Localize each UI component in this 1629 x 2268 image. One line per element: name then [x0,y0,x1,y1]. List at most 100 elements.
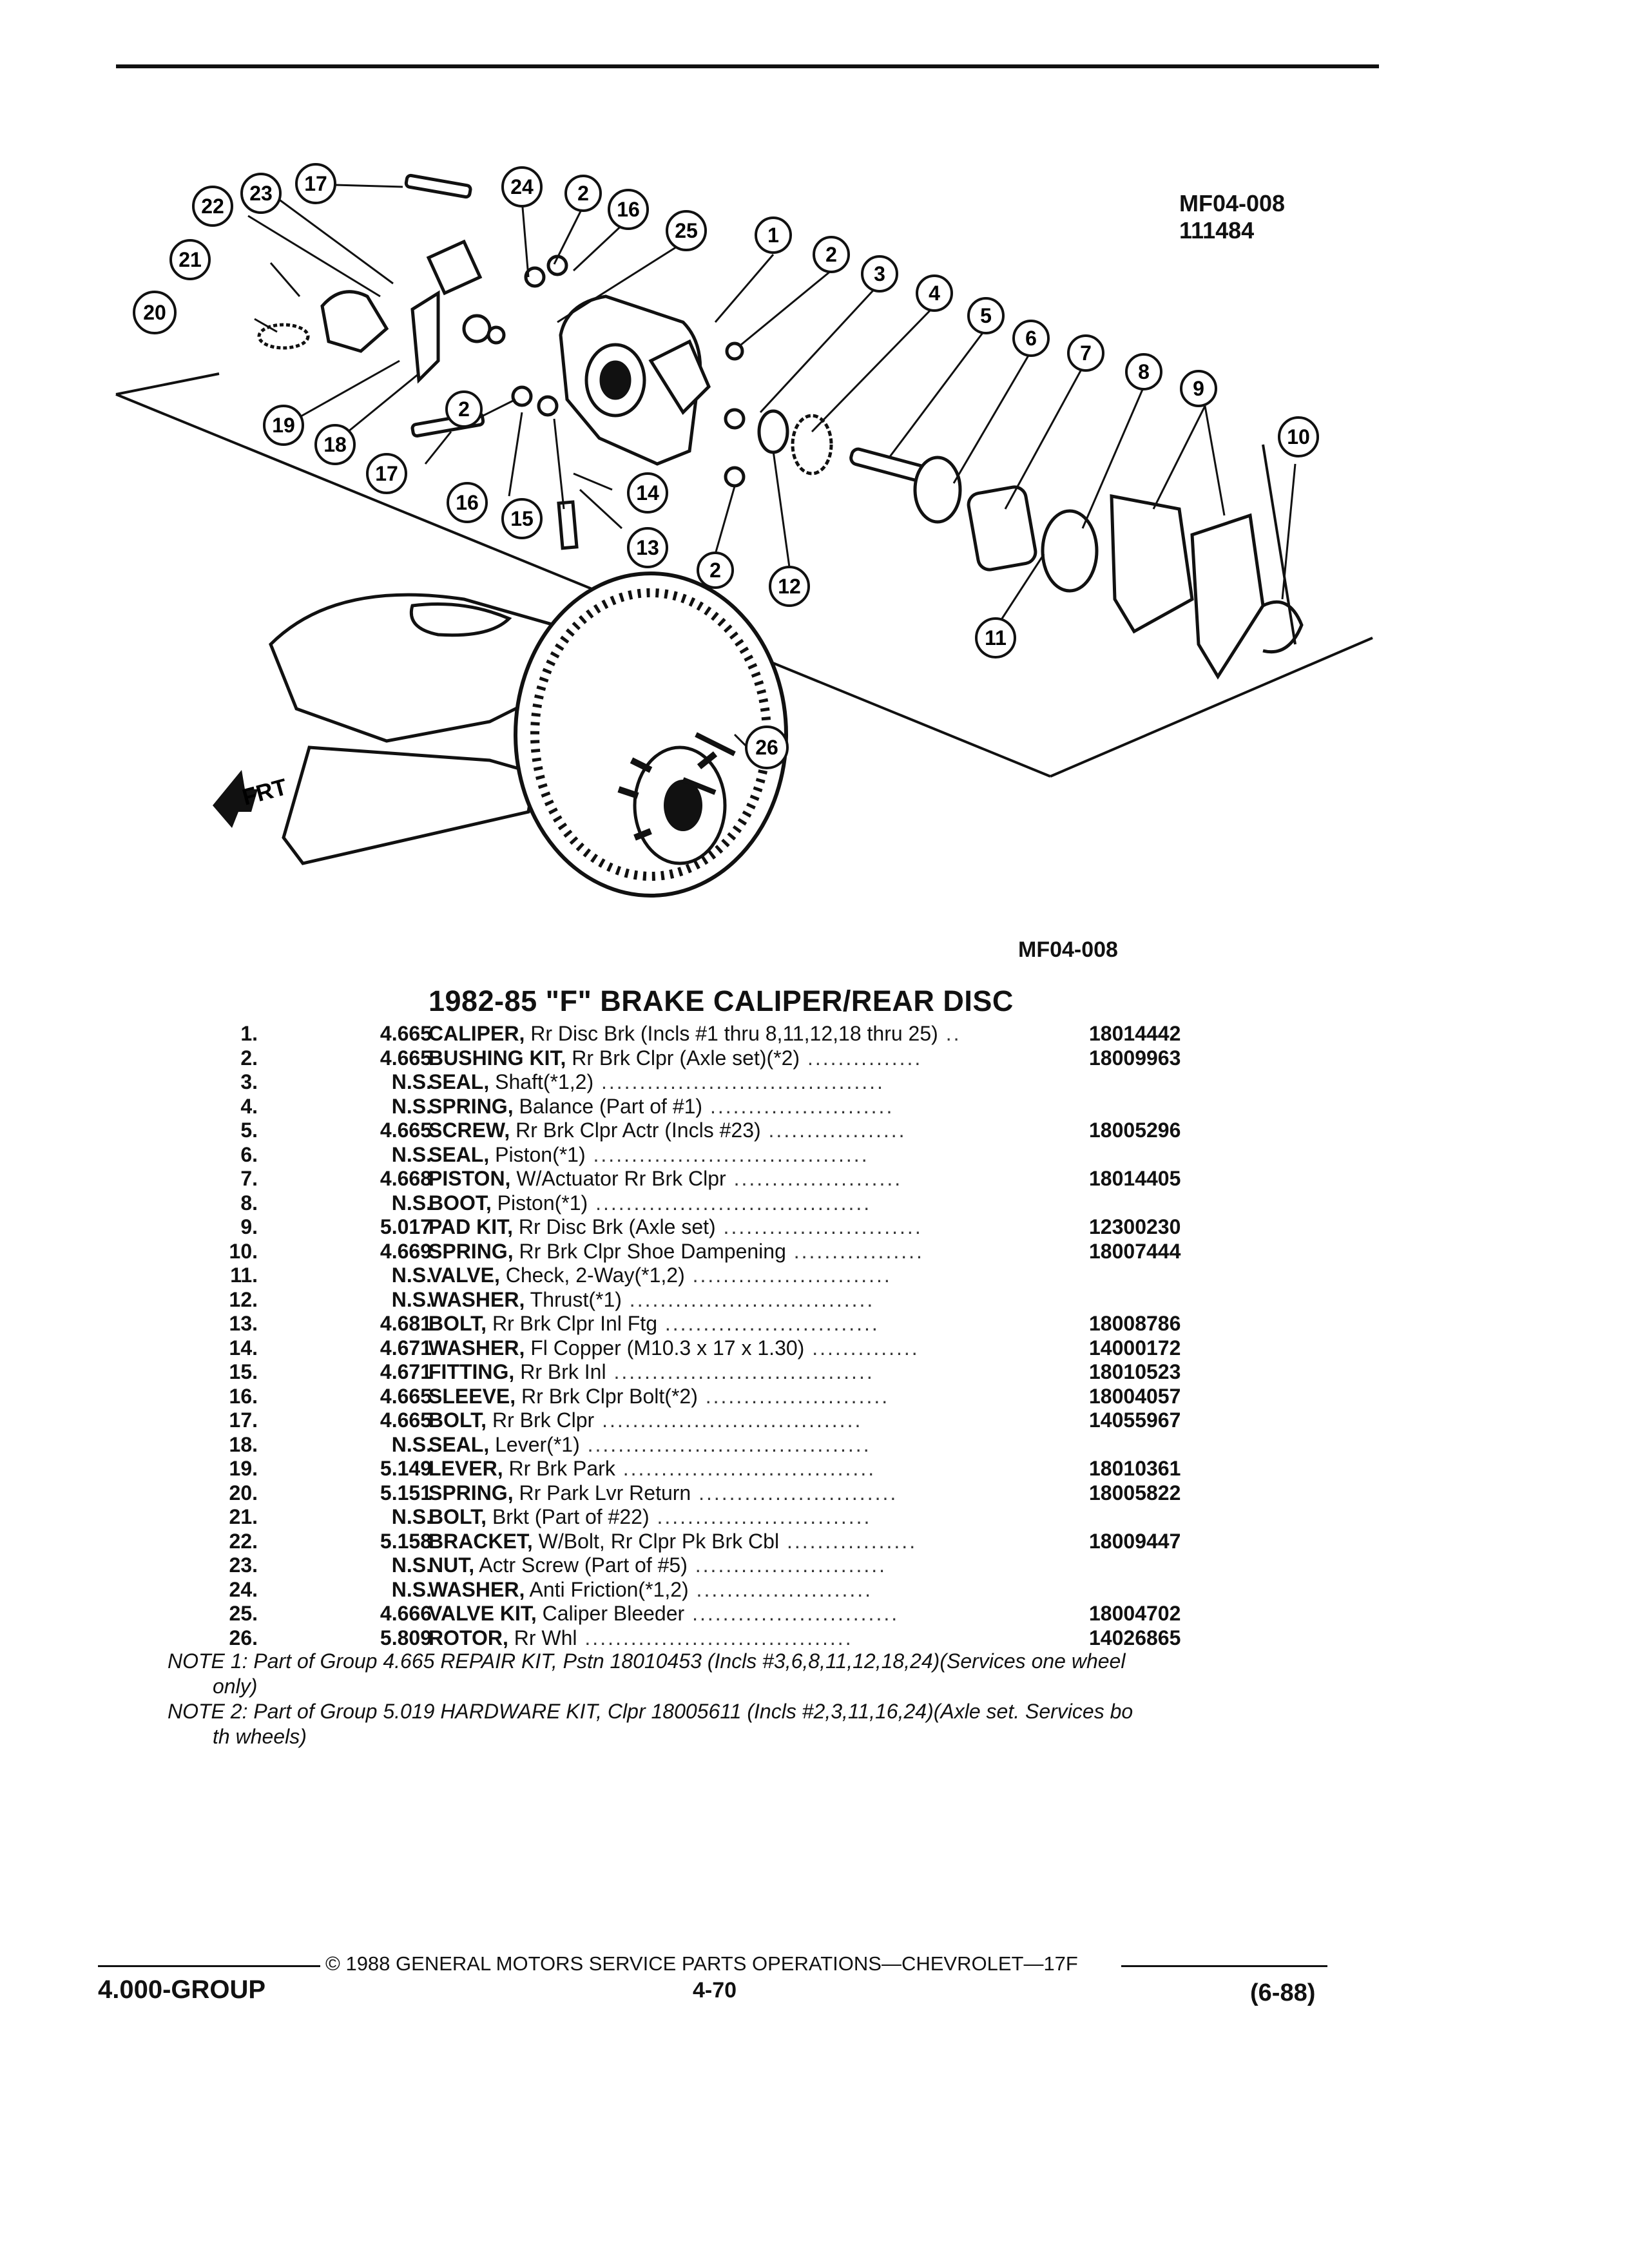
part-number: 8. [240,1191,258,1215]
callout-15: 15 [501,498,543,539]
group-label: 4.000-GROUP [98,1975,266,2004]
leader-dots: ........................ [697,1384,890,1408]
part-catalog-number: 18004702 [1089,1602,1181,1625]
part-detail: Anti Friction(*1,2) [525,1577,689,1601]
part-name: VALVE, [429,1264,500,1287]
part-name: SCREW, [429,1119,510,1142]
svg-text:16: 16 [617,198,640,221]
part-name: SLEEVE, [429,1384,516,1408]
svg-text:7: 7 [1080,341,1092,365]
svg-text:13: 13 [636,536,659,559]
leader-dots: .................................... [585,1142,869,1166]
part-detail: Fl Copper (M10.3 x 17 x 1.30) [525,1336,805,1360]
figure-code-line2: 111484 [1179,217,1255,244]
group-number: N.S. [391,1432,432,1456]
part-description: PAD KIT, Rr Disc Brk (Axle set) ........… [429,1215,1260,1240]
svg-text:9: 9 [1193,377,1204,400]
part-name: PAD KIT, [429,1215,513,1238]
part-catalog-number: 18014405 [1089,1167,1181,1190]
callout-2c: 2 [445,390,483,428]
part-description: BOLT, Brkt (Part of #22) ...............… [429,1505,1260,1530]
svg-text:5: 5 [980,304,992,327]
part-detail: Rr Whl [508,1626,577,1649]
parts-row: 18.N.S.SEAL, Lever(*1) .................… [187,1433,1315,1457]
callout-4: 4 [916,274,953,312]
part-number: 14. [229,1336,258,1360]
group-number: N.S. [391,1094,432,1118]
leader-dots: .................................. [594,1408,863,1432]
part-catalog-number: 14000172 [1089,1336,1181,1360]
part-detail: Check, 2-Way(*1,2) [499,1264,685,1287]
part-detail: Brkt (Part of #22) [487,1505,650,1528]
leader-lines [247,184,1296,749]
svg-text:2: 2 [458,398,470,421]
callout-14: 14 [627,472,668,514]
part-description: ROTOR, Rr Whl ..........................… [429,1626,1260,1651]
svg-text:14: 14 [636,481,659,505]
leader-dots: ........................ [702,1094,894,1118]
callout-13: 13 [627,527,668,568]
revision-date: (6-88) [1250,1979,1316,2006]
part-number: 6. [240,1142,258,1166]
part-name: BRACKET, [429,1529,533,1553]
part-number: 16. [229,1384,258,1408]
part-detail: Thrust(*1) [525,1287,622,1311]
leader-dots: .................................. [606,1360,874,1383]
part-name: SPRING, [429,1239,514,1263]
svg-text:18: 18 [323,433,347,456]
group-number: N.S. [391,1553,432,1577]
part-catalog-number: 18010361 [1089,1457,1181,1480]
svg-text:2: 2 [577,182,589,205]
group-number: 4.665 [380,1046,432,1070]
svg-text:10: 10 [1287,425,1310,448]
group-number: 4.665 [380,1384,432,1408]
exploded-view-diagram: 1 2 2 2 2 3 4 5 6 7 8 9 10 11 12 13 14 1… [115,163,1373,898]
part-catalog-number: 18004057 [1089,1384,1181,1408]
part-detail: Actr Screw (Part of #5) [474,1553,688,1577]
callout-12: 12 [769,566,810,607]
part-number: 4. [240,1094,258,1118]
copyright: © 1988 GENERAL MOTORS SERVICE PARTS OPER… [325,1952,1078,1975]
part-catalog-number: 18010523 [1089,1360,1181,1383]
part-description: BRACKET, W/Bolt, Rr Clpr Pk Brk Cbl ....… [429,1530,1260,1554]
group-number: 5.158 [380,1529,432,1553]
part-number: 12. [229,1287,258,1311]
part-detail: Rr Disc Brk (Incls #1 thru 8,11,12,18 th… [525,1022,938,1045]
caliper-body [559,294,711,466]
part-detail: Rr Brk Clpr Actr (Incls #23) [510,1119,761,1142]
part-catalog-number: 14026865 [1089,1626,1181,1649]
part-detail: Caliper Bleeder [536,1602,685,1625]
group-number: 5.149 [380,1457,432,1480]
leader-dots: ....................... [688,1577,873,1601]
leader-dots: ..................................... [593,1070,885,1093]
part-description: FITTING, Rr Brk Inl ....................… [429,1360,1260,1385]
svg-text:21: 21 [178,248,202,271]
leader-dots: .............. [804,1336,920,1360]
part-name: BOLT, [429,1505,487,1528]
leader-dots: ................................. [615,1457,876,1480]
callout-11: 11 [975,617,1016,658]
part-detail: Lever(*1) [489,1432,580,1456]
part-catalog-number: 18009447 [1089,1529,1181,1553]
leader-dots: ............................ [657,1312,880,1335]
part-description: CALIPER, Rr Disc Brk (Incls #1 thru 8,11… [429,1022,1260,1046]
part-number: 2. [240,1046,258,1070]
part-description: SPRING, Balance (Part of #1) ...........… [429,1095,1260,1119]
diagram-frame [115,372,1373,778]
leader-dots: .................................... [588,1191,872,1215]
svg-text:22: 22 [201,195,224,218]
leader-dots: ............................ [649,1505,872,1528]
part-number: 10. [229,1239,258,1263]
part-detail: Rr Brk Park [503,1457,615,1480]
parts-row: 24.N.S.WASHER, Anti Friction(*1,2) .....… [187,1578,1315,1602]
part-name: VALVE KIT, [429,1602,537,1625]
notes: NOTE 1: Part of Group 4.665 REPAIR KIT, … [168,1649,1327,1750]
figure-code-line1: MF04-008 [1179,190,1286,216]
part-catalog-number: 14055967 [1089,1408,1181,1432]
part-name: BOLT, [429,1408,487,1432]
note-1-line-2: only) [213,1675,258,1698]
part-description: VALVE KIT, Caliper Bleeder .............… [429,1602,1260,1626]
